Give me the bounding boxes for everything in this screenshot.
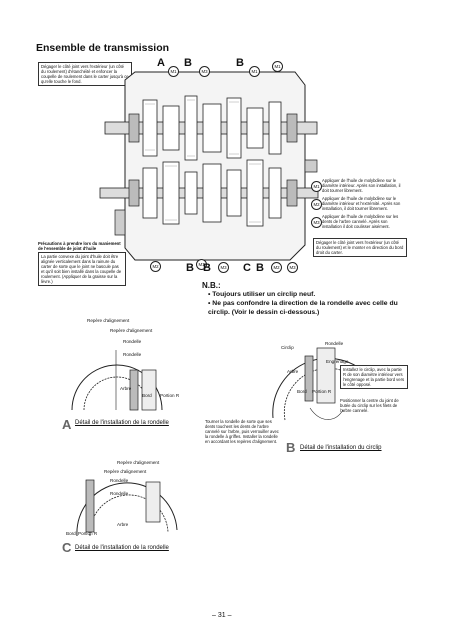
detail-c-caption: Détail de l'installation de la rondelle <box>75 545 169 551</box>
detail-b-engrenage: Engrenage <box>326 359 349 364</box>
detail-b-drawing <box>272 347 371 421</box>
nb-list: • Toujours utiliser un circlip neuf. • N… <box>208 290 408 317</box>
callout-m2-right: M2 <box>311 199 322 210</box>
detail-b-letter: B <box>286 440 296 455</box>
detail-c-alignment-2: Repère d'alignement <box>104 469 147 474</box>
detail-c-arbre: Arbre <box>117 522 129 527</box>
callout-m2-bottom: M2 <box>150 261 161 272</box>
note-seal-right: Dégager le côté joint vers l'extérieur (… <box>313 238 407 257</box>
detail-b-rondelle: Rondelle <box>325 341 344 346</box>
callout-m3-bottom-2: M3 <box>287 262 298 273</box>
note-position-gap: Positionner la centre du joint de butée … <box>340 398 399 413</box>
callout-b-bottom-2: B <box>203 262 211 274</box>
detail-b-arbre: Arbre <box>287 369 299 374</box>
callout-m1-bottom: M1 <box>196 259 207 270</box>
note-m1: Appliquer de l'huile de molybdène sur le… <box>322 178 401 193</box>
detail-b-portion: Portion R <box>312 389 332 394</box>
callout-m3-right: M3 <box>311 217 322 228</box>
detail-a-portion: Portion R <box>160 393 180 398</box>
detail-c-letter: C <box>62 540 72 555</box>
detail-c-rondelle-1: Rondelle <box>110 478 129 483</box>
detail-a-drawing <box>71 350 163 411</box>
page-number: – 31 – <box>212 612 232 619</box>
callout-b-bottom-3: B <box>256 262 264 274</box>
nb-item-1-text: Toujours utiliser un circlip neuf. <box>212 291 316 298</box>
note-m3: Appliquer de l'huile de molybdène sur le… <box>322 214 399 229</box>
detail-a-bord: Bord <box>142 393 152 398</box>
note-oil-seal-body: La partie convexe du joint d'huile doit … <box>38 252 126 286</box>
callout-m3-bottom: M3 <box>218 262 229 273</box>
nb-item-2: • Ne pas confondre la direction de la ro… <box>208 300 398 316</box>
note-oil-seal: Précautions à prendre lors du maniement … <box>38 241 126 286</box>
detail-a-alignment-1: Repère d'alignement <box>87 318 130 323</box>
nb-title: N.B.: <box>202 281 221 290</box>
transmission-drawing <box>99 71 319 261</box>
detail-c-drawing <box>76 479 178 537</box>
detail-b-bord: Bord <box>297 389 307 394</box>
callout-c-bottom: C <box>243 262 251 274</box>
detail-a-rondelle-1: Rondelle <box>123 339 142 344</box>
note-install-circlip: Installez le circlip, avec la partie R d… <box>340 365 408 389</box>
note-oil-seal-title: Précautions à prendre lors du maniement … <box>38 241 121 251</box>
note-detail-c: Tourner la rondelle de sorte que ses den… <box>205 419 279 444</box>
detail-c-rondelle-2: Rondelle <box>110 491 129 496</box>
detail-a-caption: Détail de l'installation de la rondelle <box>75 420 169 426</box>
nb-item-1: • Toujours utiliser un circlip neuf. <box>208 291 316 298</box>
callout-b-top-2: B <box>236 57 244 69</box>
callout-m3-top: M3 <box>199 66 210 77</box>
note-m2: Appliquer de l'huile de molybdène sur le… <box>322 196 401 211</box>
detail-a-arbre: Arbre <box>120 386 132 391</box>
detail-c-bord: Bord <box>66 531 76 536</box>
page-title: Ensemble de transmission <box>36 42 170 54</box>
callout-m1-right: M1 <box>311 181 322 192</box>
callout-b-top: B <box>184 57 192 69</box>
callout-m1-top-3: M1 <box>272 61 283 72</box>
callout-m2-bottom-2: M2 <box>271 262 282 273</box>
detail-c-alignment-1: Repère d'alignement <box>117 460 160 465</box>
detail-a-alignment-2: Repère d'alignement <box>110 328 153 333</box>
callout-m1-top-2: M1 <box>249 66 260 77</box>
detail-b-circlip: Circlip <box>281 345 294 350</box>
detail-c-portion: Portion R <box>78 531 98 536</box>
callout-m1-top-1: M1 <box>168 66 179 77</box>
callout-b-bottom: B <box>186 262 194 274</box>
note-bearing-seal: Dégager le côté joint vers l'extérieur (… <box>38 62 132 86</box>
detail-b-caption: Détail de l'installation du circlip <box>300 445 382 451</box>
callout-a-top: A <box>157 57 165 69</box>
nb-item-2-text: Ne pas confondre la direction de la rond… <box>208 300 398 316</box>
detail-a-letter: A <box>62 417 72 432</box>
detail-a-rondelle-2: Rondelle <box>123 352 142 357</box>
